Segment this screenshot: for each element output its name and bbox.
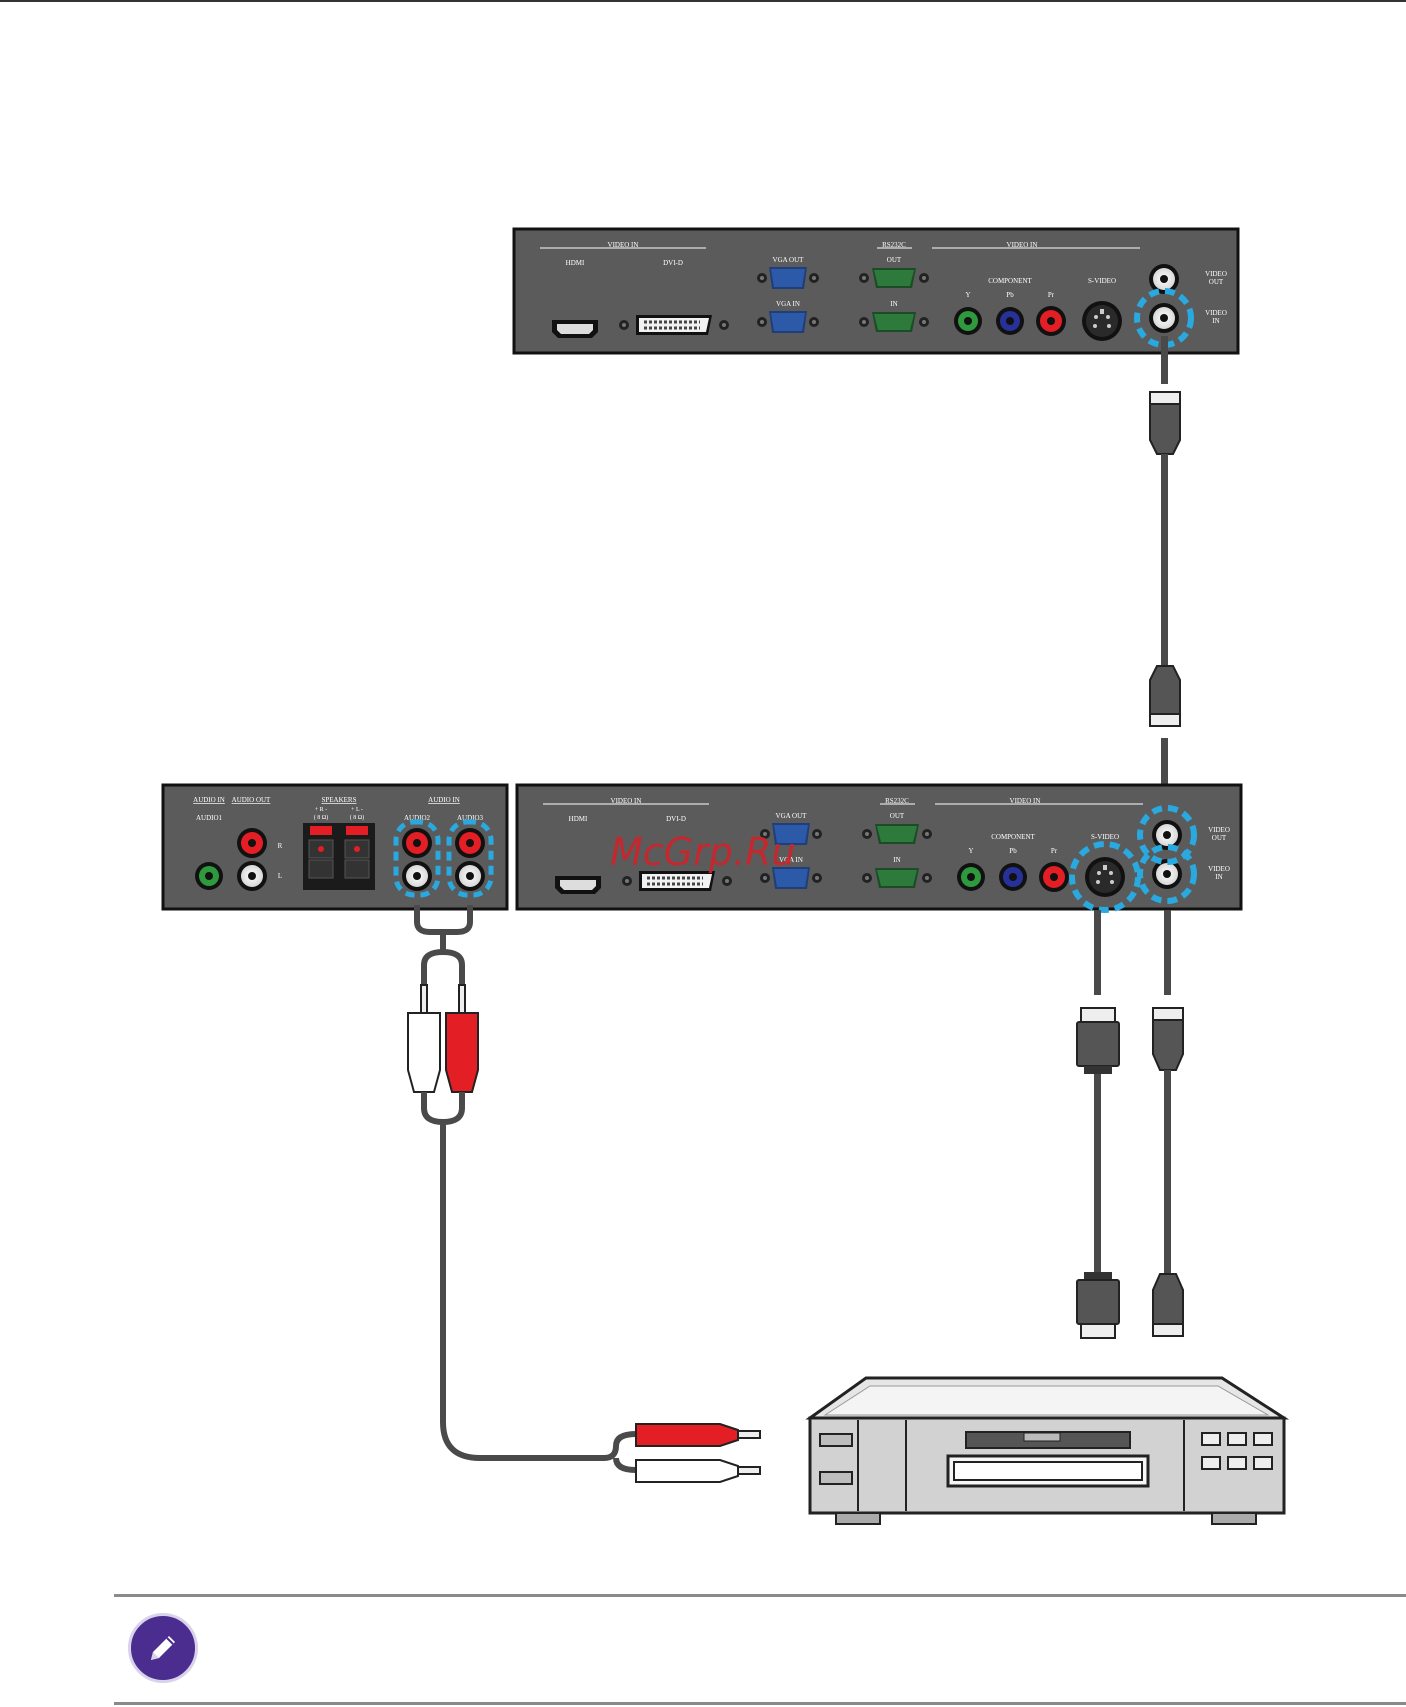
pencil-icon [151,1636,175,1660]
watermark: McGrp.Ru [610,830,795,874]
label-vga-out: VGA OUT [773,256,805,264]
label-dvi-d: DVI-D [663,259,683,267]
note-bottom-rule [114,1702,1406,1705]
component-y-jack [957,863,985,891]
label-vga-in: VGA IN [776,300,800,308]
label-dvi-d: DVI-D [666,815,686,823]
rca-plug-white-horizontal [635,1459,761,1483]
label-rs232c-in: IN [890,300,897,308]
component-y-jack [954,307,982,335]
audio1-jack [195,862,223,890]
highlight-audio3 [446,819,494,898]
component-pr-jack [1039,862,1069,892]
audio3-r-jack [455,828,485,858]
audio-out-l-jack [237,861,267,891]
av-player [805,1376,1290,1525]
label-rs232c-out: OUT [890,812,905,820]
video-in-jack [1149,303,1179,333]
label-video-in-right: VIDEO IN [1007,241,1038,249]
label-rs232c-out: OUT [887,256,902,264]
rca-plug-red [445,984,479,1093]
audio-panel: AUDIO IN AUDIO OUT AUDIO1 SPEAKERS + R -… [161,783,509,911]
label-video-in: VIDEO IN [611,797,642,805]
top-display-panel: VIDEO IN HDMI DVI-D VGA OUT VGA IN RS232… [512,227,1240,355]
video-in-jack [1152,859,1182,889]
label-audio-in: AUDIO IN [193,796,225,804]
label-l: L [278,872,282,880]
label-hdmi: HDMI [566,259,585,267]
label-rs232c: RS232C [885,797,909,805]
speaker-terminals [303,823,375,890]
video-cable-top [1149,336,1181,798]
header-rule [0,0,1406,2]
label-video-out-line1: VIDEO [1205,270,1227,278]
label-video-out-line2: OUT [1209,278,1224,286]
label-r: R [278,842,283,850]
hdmi-port [555,876,601,894]
audio-out-r-jack [237,828,267,858]
highlight-video-out [1137,805,1197,865]
s-video-port [1085,857,1125,897]
label-component: COMPONENT [988,277,1032,285]
label-video-out-line1: VIDEO [1208,826,1230,834]
label-component: COMPONENT [991,833,1035,841]
bottom-display-panel: VIDEO IN HDMI DVI-D VGA OUT VGA IN RS232… [515,783,1243,913]
label-spk-l: + L - [351,807,363,813]
label-audio-in-right: AUDIO IN [428,796,460,804]
label-audio3: AUDIO3 [457,814,484,822]
audio2-r-jack [402,828,432,858]
label-s-video: S-VIDEO [1088,277,1116,285]
rca-plug-red-horizontal [635,1423,761,1447]
audio3-l-jack [455,861,485,891]
label-vga-in: VGA IN [779,856,803,864]
label-video-in-line2: IN [1212,317,1219,325]
video-out-jack [1149,264,1179,294]
label-video-out-line2: OUT [1212,834,1227,842]
hdmi-port [552,320,598,338]
label-audio2: AUDIO2 [404,814,431,822]
label-ohm-r: ( 8 Ω) [314,814,328,821]
label-pr: Pr [1048,291,1055,299]
s-video-cable [1076,910,1120,1339]
highlight-video-in [1137,844,1197,904]
label-y: Y [965,291,970,299]
note-icon-badge [128,1613,198,1683]
label-audio-out: AUDIO OUT [232,796,271,804]
label-vga-out: VGA OUT [776,812,808,820]
component-pr-jack [1036,306,1066,336]
highlight-s-video [1069,841,1141,913]
audio2-l-jack [402,861,432,891]
rca-plug-white [407,984,441,1093]
label-video-in-line1: VIDEO [1205,309,1227,317]
label-spk-r: + R - [315,807,327,813]
highlight-audio2 [393,819,441,898]
label-video-in: VIDEO IN [608,241,639,249]
label-video-in-right: VIDEO IN [1010,797,1041,805]
component-pb-jack [996,307,1024,335]
label-audio1: AUDIO1 [196,814,223,822]
label-rs232c-in: IN [893,856,900,864]
label-y: Y [968,847,973,855]
label-rs232c: RS232C [882,241,906,249]
label-speakers: SPEAKERS [321,796,356,804]
label-pb: Pb [1009,847,1017,855]
video-out-jack [1152,820,1182,850]
s-video-port [1082,301,1122,341]
note-top-rule [114,1594,1406,1597]
highlight-video-in [1134,288,1194,348]
component-pb-jack [999,863,1027,891]
label-pb: Pb [1006,291,1014,299]
label-ohm-l: ( 8 Ω) [350,814,364,821]
label-s-video: S-VIDEO [1091,833,1119,841]
label-hdmi: HDMI [569,815,588,823]
label-video-in-line2: IN [1215,873,1222,881]
label-video-in-line1: VIDEO [1208,865,1230,873]
audio-cable [407,905,761,1483]
video-cable-bottom [1152,910,1184,1337]
label-pr: Pr [1051,847,1058,855]
